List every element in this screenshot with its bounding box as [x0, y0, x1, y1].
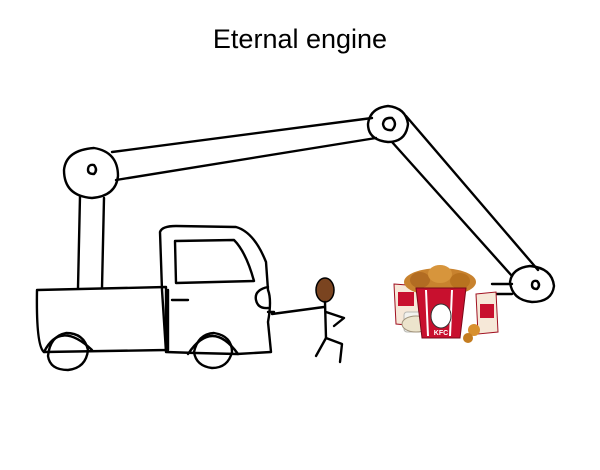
truck-window [173, 238, 256, 285]
chicken-piece-middle [428, 265, 452, 283]
rear-wheel-arch [42, 334, 94, 354]
fore-boom [390, 114, 540, 278]
truck-cab [158, 224, 273, 356]
kfc-meal: KFC [393, 265, 499, 343]
kfc-nugget [468, 324, 480, 336]
lower-joint-pin [86, 163, 98, 176]
end-joint [508, 264, 556, 304]
truck-cargo-bed [35, 285, 168, 354]
front-wheel [192, 331, 234, 370]
stick-figure-body [323, 300, 328, 340]
comic-title: Eternal engine [212, 24, 388, 54]
kfc-bucket-colonel-logo [430, 303, 452, 329]
kfc-bucket-logo-text: KFC [434, 330, 448, 337]
boom-mast [76, 194, 106, 290]
stick-figure-legs [314, 336, 344, 364]
truck [35, 224, 276, 356]
chicken-piece-right [450, 273, 470, 289]
stick-figure [270, 277, 346, 364]
stick-figure-arm-bent [324, 310, 346, 328]
elbow-joint-pin [381, 116, 397, 132]
stick-figure-head [315, 277, 335, 303]
front-wheel-arch [186, 335, 240, 356]
chicken-piece-left [410, 272, 430, 288]
truck-headlight [254, 285, 270, 310]
stick-figure-arm-reaching [270, 305, 326, 316]
elbow-joint [366, 104, 410, 144]
truck-wheels [42, 331, 240, 372]
kfc-box-left-stripe [398, 292, 414, 306]
crane-boom [62, 104, 556, 304]
upper-boom [110, 116, 378, 182]
end-joint-pin [530, 279, 541, 291]
kfc-box-right-stripe [480, 304, 494, 318]
lower-joint [62, 146, 120, 200]
kfc-nugget-2 [463, 333, 473, 343]
